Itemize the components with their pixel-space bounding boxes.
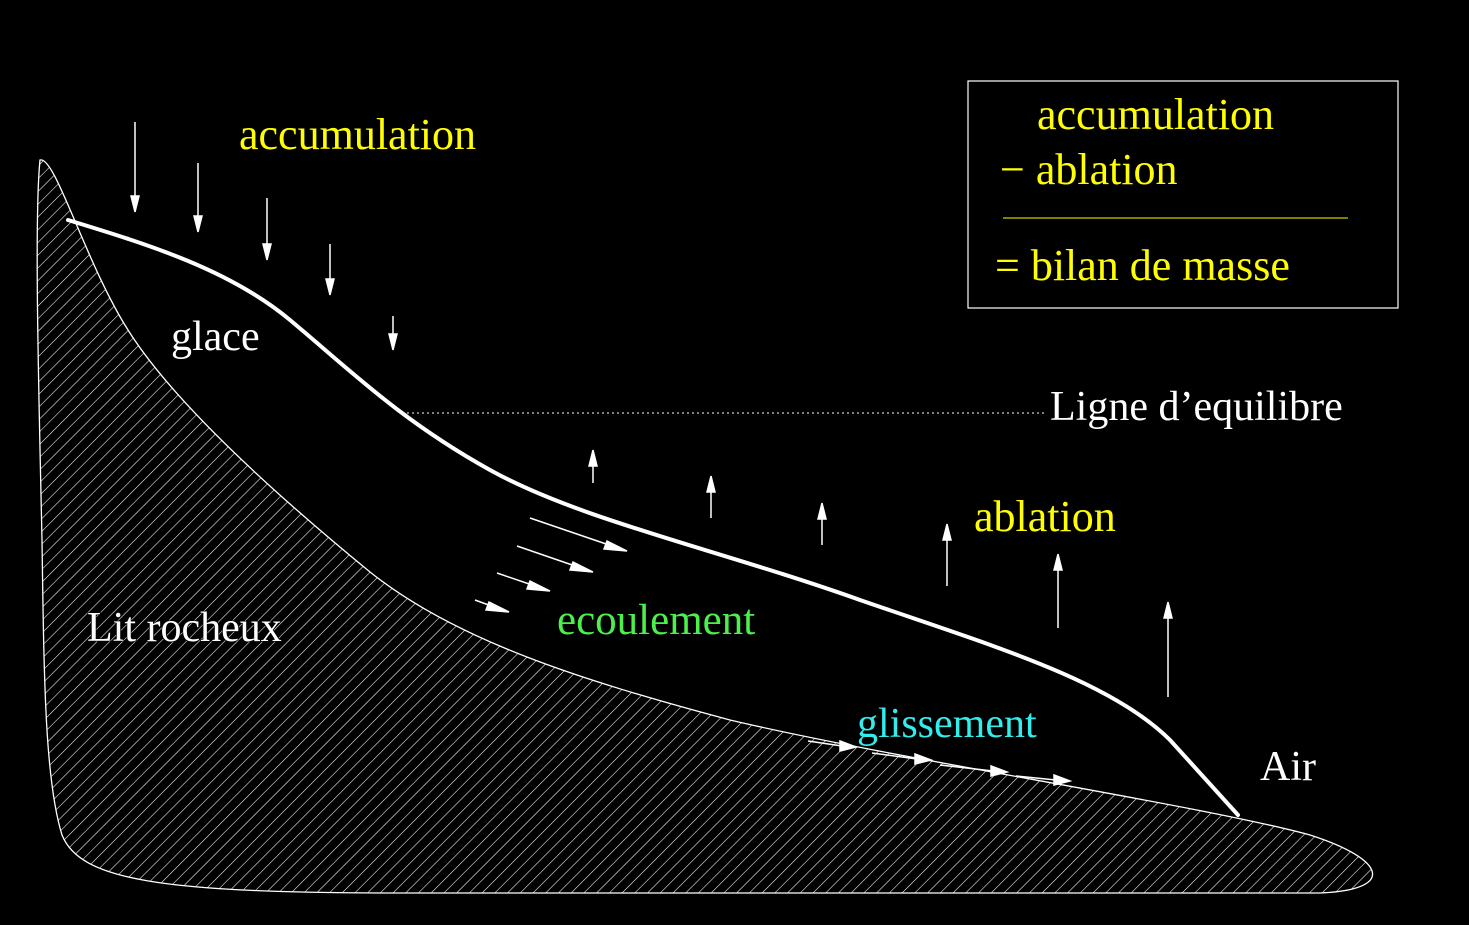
- legend-box: [967, 80, 1399, 309]
- accumulation-arrow: [262, 198, 272, 261]
- ablation-arrow: [588, 449, 598, 483]
- mass-balance-legend: accumulation − ablation = bilan de masse: [967, 80, 1399, 309]
- bedrock-label: Lit rocheux: [87, 605, 282, 651]
- accumulation-arrow: [325, 244, 335, 296]
- sliding-label: glissement: [857, 701, 1037, 747]
- flow-arrows: [474, 517, 628, 613]
- ablation-arrows: [588, 449, 1173, 697]
- legend-mass-balance: = bilan de masse: [995, 241, 1290, 290]
- accumulation-arrows: [130, 122, 398, 351]
- ablation-label: ablation: [974, 492, 1116, 541]
- flow-arrow: [529, 517, 628, 552]
- flow-arrow: [474, 599, 510, 613]
- ablation-arrow: [1163, 601, 1173, 697]
- flow-label: ecoulement: [557, 597, 755, 644]
- ablation-arrow: [1053, 553, 1063, 628]
- flow-arrow: [496, 572, 551, 592]
- accumulation-arrow: [388, 316, 398, 351]
- legend-ablation: − ablation: [1000, 145, 1178, 194]
- sliding-arrows: [807, 739, 1073, 786]
- sliding-arrow: [807, 739, 859, 752]
- ablation-arrow: [817, 502, 827, 545]
- equilibrium-line-label: Ligne d’equilibre: [1050, 384, 1343, 430]
- accumulation-arrow: [193, 163, 203, 233]
- ablation-arrow: [706, 475, 716, 518]
- glacier-surface: [66, 218, 1240, 817]
- accumulation-arrow: [130, 122, 140, 213]
- air-label: Air: [1260, 744, 1316, 790]
- sliding-arrow: [871, 752, 934, 765]
- bedrock-area: [36, 159, 1374, 894]
- sliding-arrow: [939, 764, 1010, 777]
- legend-accumulation: accumulation: [1037, 90, 1274, 139]
- sliding-arrow: [1015, 773, 1073, 786]
- ablation-arrow: [942, 523, 952, 586]
- accumulation-label: accumulation: [239, 110, 476, 159]
- flow-arrow: [516, 545, 594, 573]
- glace-label: glace: [171, 314, 260, 360]
